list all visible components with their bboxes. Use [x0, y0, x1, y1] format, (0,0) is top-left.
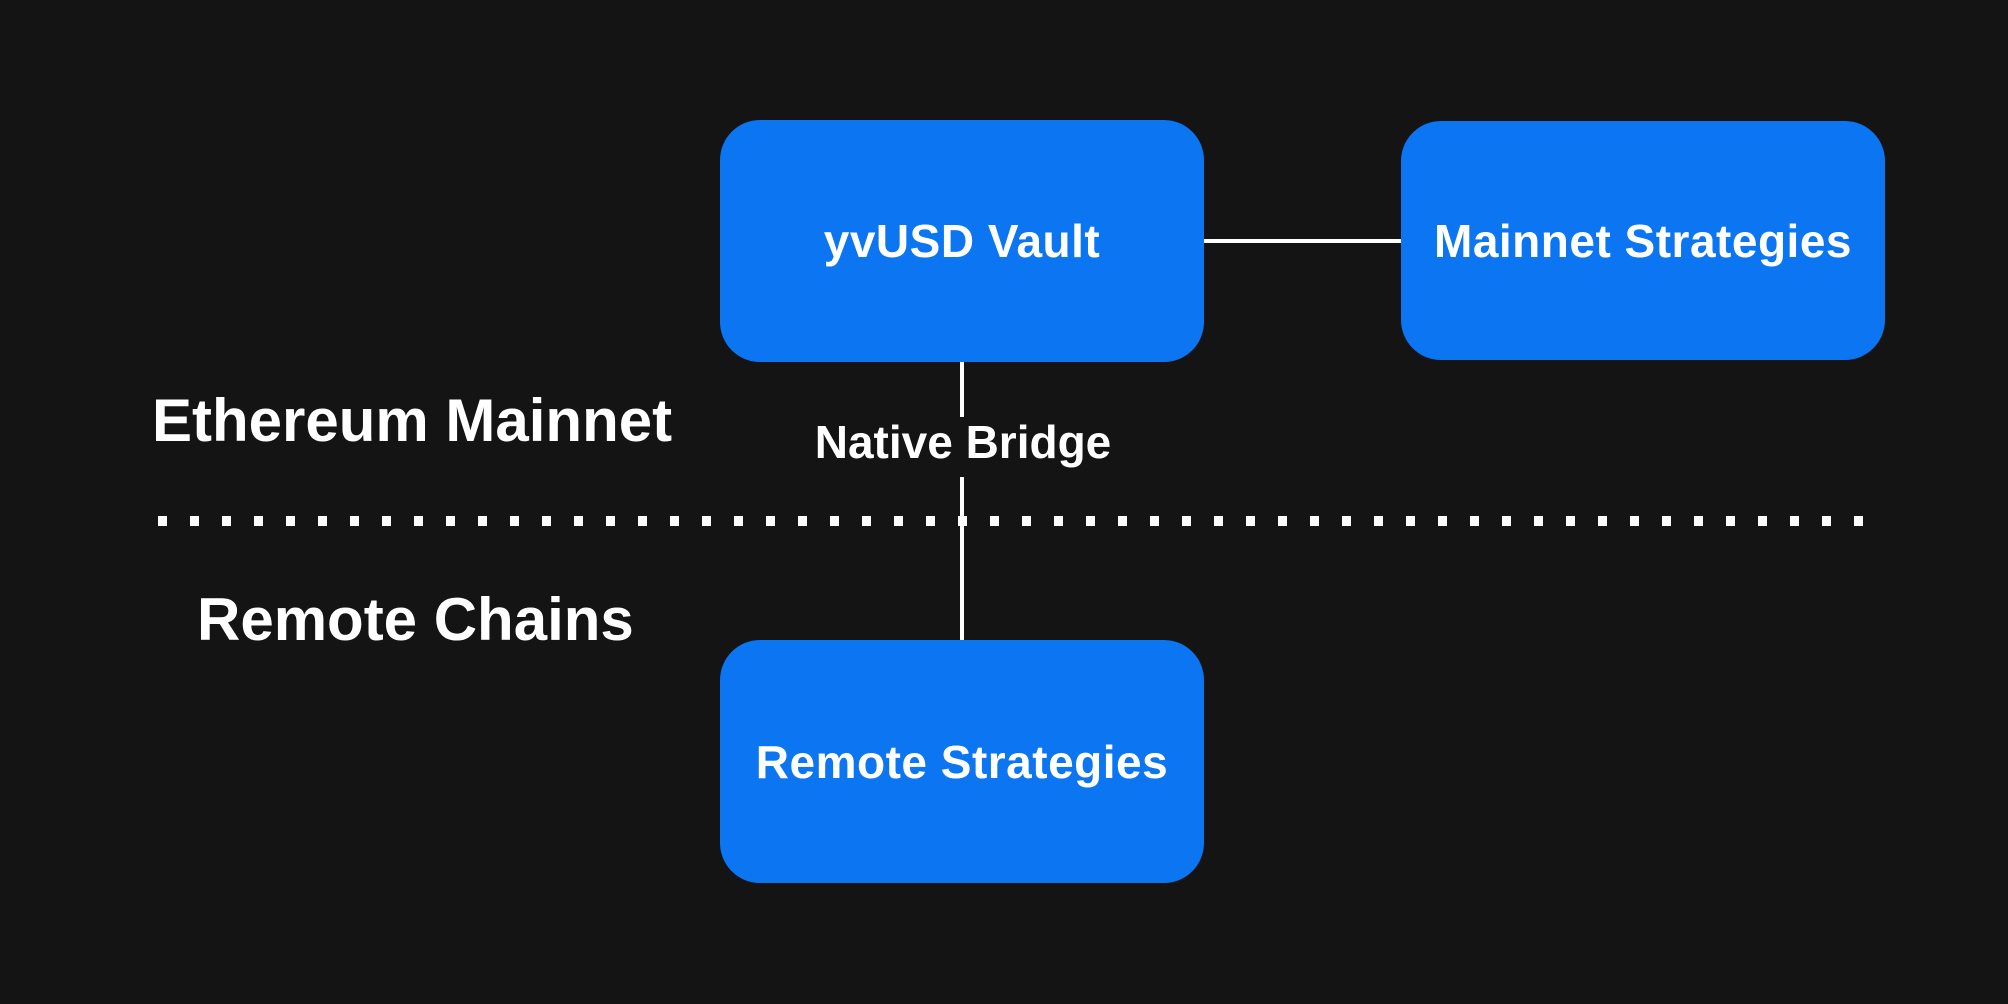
edge-vault-to-mainnet-strategies	[1204, 239, 1401, 243]
edge-label-native-bridge: Native Bridge	[814, 416, 1112, 468]
section-label-ethereum-mainnet: Ethereum Mainnet	[152, 387, 673, 454]
node-yvusd-vault-label: yvUSD Vault	[823, 215, 1101, 267]
node-yvusd-vault: yvUSD Vault	[720, 120, 1204, 362]
node-remote-strategies: Remote Strategies	[720, 640, 1204, 883]
edge-vault-to-remote-lower-segment	[960, 477, 964, 640]
node-remote-strategies-label: Remote Strategies	[755, 735, 1169, 788]
node-mainnet-strategies: Mainnet Strategies	[1401, 121, 1885, 360]
node-mainnet-strategies-label: Mainnet Strategies	[1434, 214, 1852, 267]
chain-boundary-dotted-line	[158, 516, 1865, 526]
section-label-remote-chains: Remote Chains	[197, 586, 634, 653]
edge-vault-to-remote-upper-segment	[960, 361, 964, 417]
